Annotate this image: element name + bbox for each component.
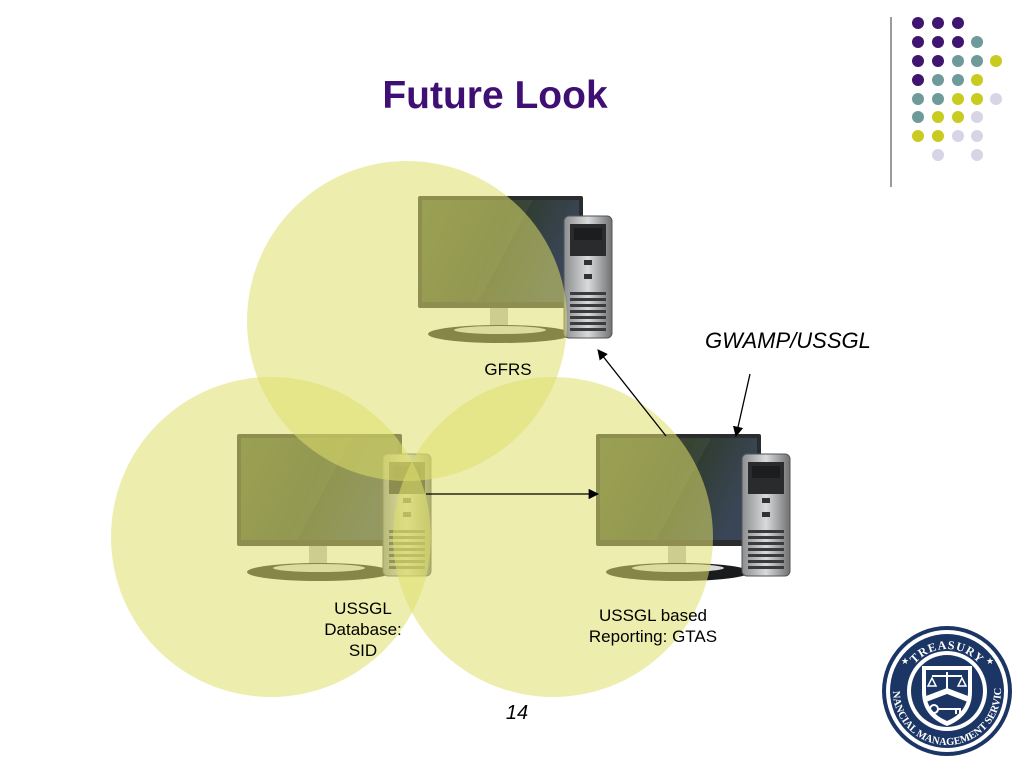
arrow-gtas-to-gfrs [597,349,667,437]
ussgl-reporting-label: USSGL based Reporting: GTAS [560,605,746,647]
ussgl-database-label-line: Database: [324,620,402,639]
arrow-gwamp-callout [732,373,751,438]
ussgl-database-label: USSGL Database: SID [300,598,426,661]
gwamp-ussgl-callout: GWAMP/USSGL [705,328,871,353]
gfrs-label: GFRS [484,360,532,379]
page-number: 14 [505,702,529,724]
svg-text:★: ★ [986,657,994,667]
decorative-dot-grid [912,17,1002,161]
ussgl-database-label-line: SID [348,641,378,660]
venn-circle-right [393,377,713,697]
venn-circles [111,161,713,697]
ussgl-reporting-label-line: USSGL based [598,606,708,625]
ussgl-database-label-line: USSGL [334,599,392,618]
ussgl-reporting-label-line: Reporting: GTAS [588,627,718,646]
svg-text:★: ★ [901,657,909,667]
slide-title: Future Look [382,74,608,117]
venn-circle-left [111,377,431,697]
